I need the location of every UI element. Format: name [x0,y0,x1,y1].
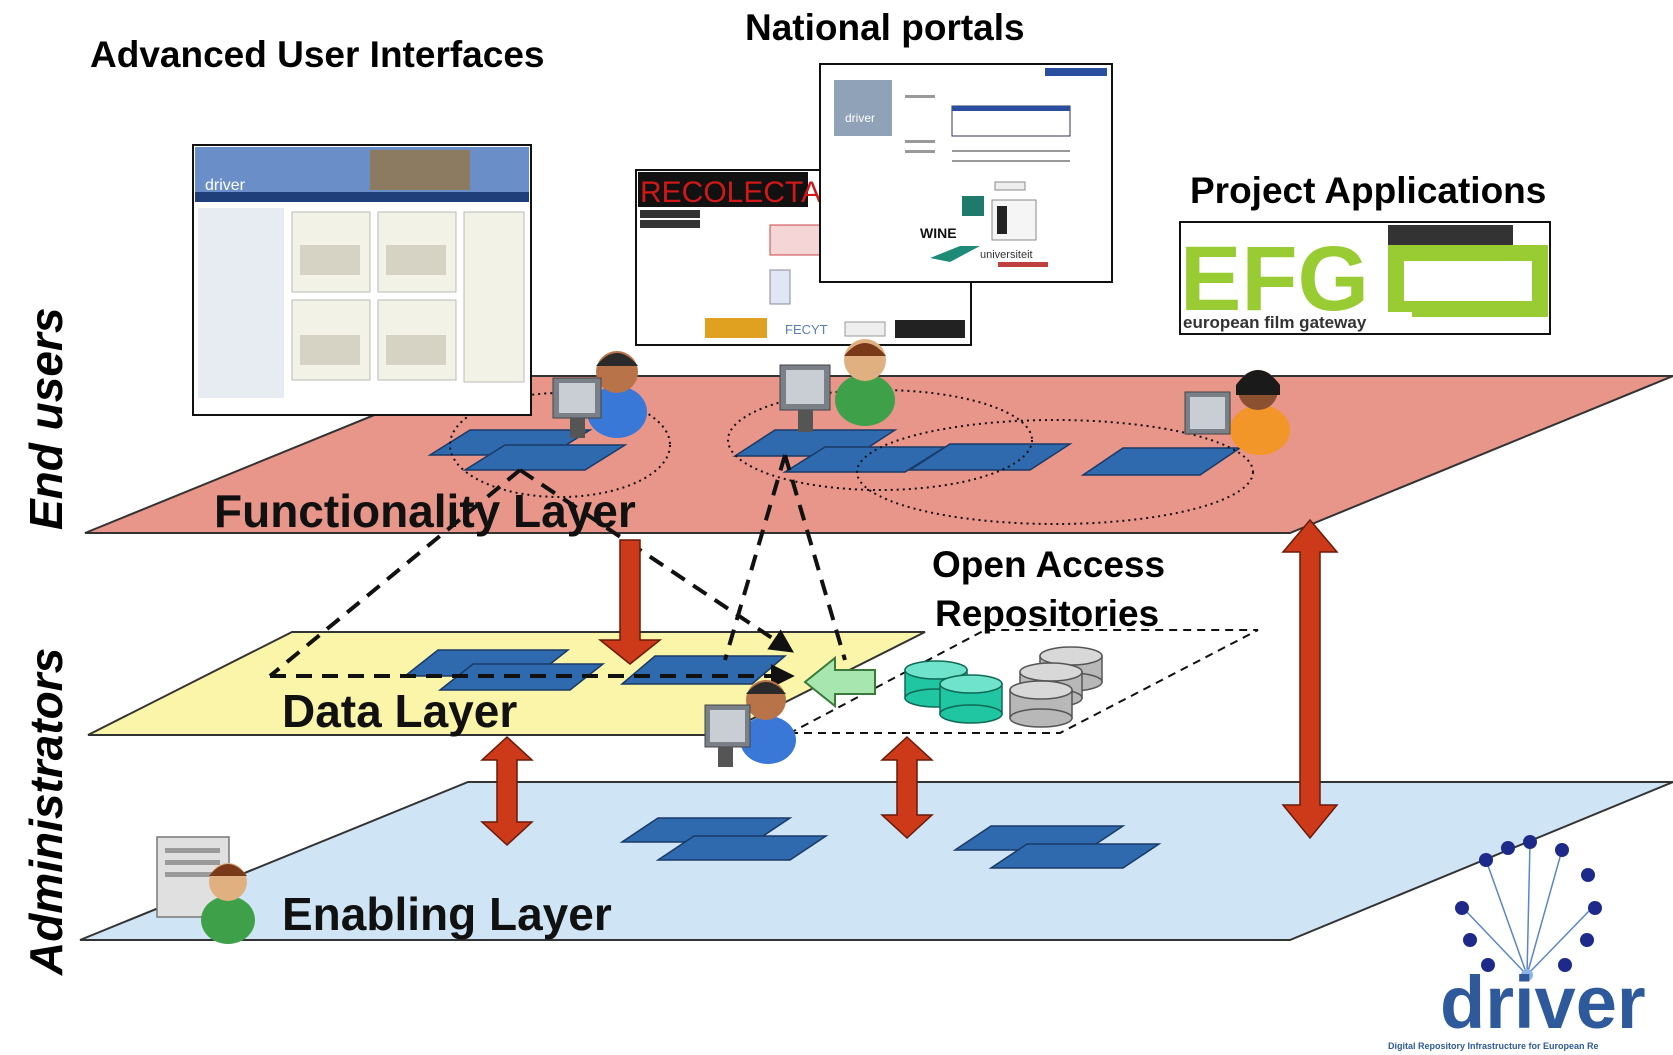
data-layer-label: Data Layer [282,685,517,737]
harvest-arrow [803,655,876,709]
recolecta-title: RECOLECTA [640,176,821,209]
repositories-area [789,629,1259,734]
administrators-label: Administrators [20,648,72,976]
efg-subtitle: european film gateway [1183,313,1367,332]
layer-arrows [480,518,1339,847]
repository-cylinders [904,646,1103,728]
driver-ui-logo: driver [205,177,246,194]
enabling-layer-plane [79,781,1673,941]
driver-logo-word: driver [1440,961,1646,1044]
end-users-label: End users [20,308,72,530]
user-admin-enabling [156,836,255,944]
functionality-user-groups [449,389,1254,525]
advanced-ui-header: Advanced User Interfaces [90,34,544,75]
portal-driver-logo: driver [845,111,875,125]
functionality-layer-label: Functionality Layer [214,485,636,537]
recolecta-footer-fecyt: FECYT [785,322,828,337]
driver-logo-tagline: Digital Repository Infrastructure for Eu… [1388,1041,1599,1051]
enabling-layer-label: Enabling Layer [282,888,612,940]
repositories-header: Repositories [935,593,1159,634]
enabling-service-tiles [619,817,1162,869]
efg-logo: EFG european film gateway [1179,221,1551,335]
user-blue-functionality [552,351,647,438]
user-orange-functionality [1184,370,1290,455]
portal-uni: universiteit [980,249,1033,261]
project-applications-header: Project Applications [1190,170,1546,211]
advanced-ui-screenshot: driver [192,144,532,416]
functionality-service-tiles [427,429,1243,476]
user-admin-data [704,680,796,767]
national-portals-header: National portals [745,7,1025,48]
open-access-header: Open Access [932,544,1165,585]
composition-links [268,454,847,688]
driver-logo: driver Digital Repository Infrastructure… [1388,835,1646,1051]
portal-wine: WINE [920,225,957,241]
user-green-functionality [779,339,895,432]
national-portal-screenshot: driver WINE universiteit [819,63,1113,283]
